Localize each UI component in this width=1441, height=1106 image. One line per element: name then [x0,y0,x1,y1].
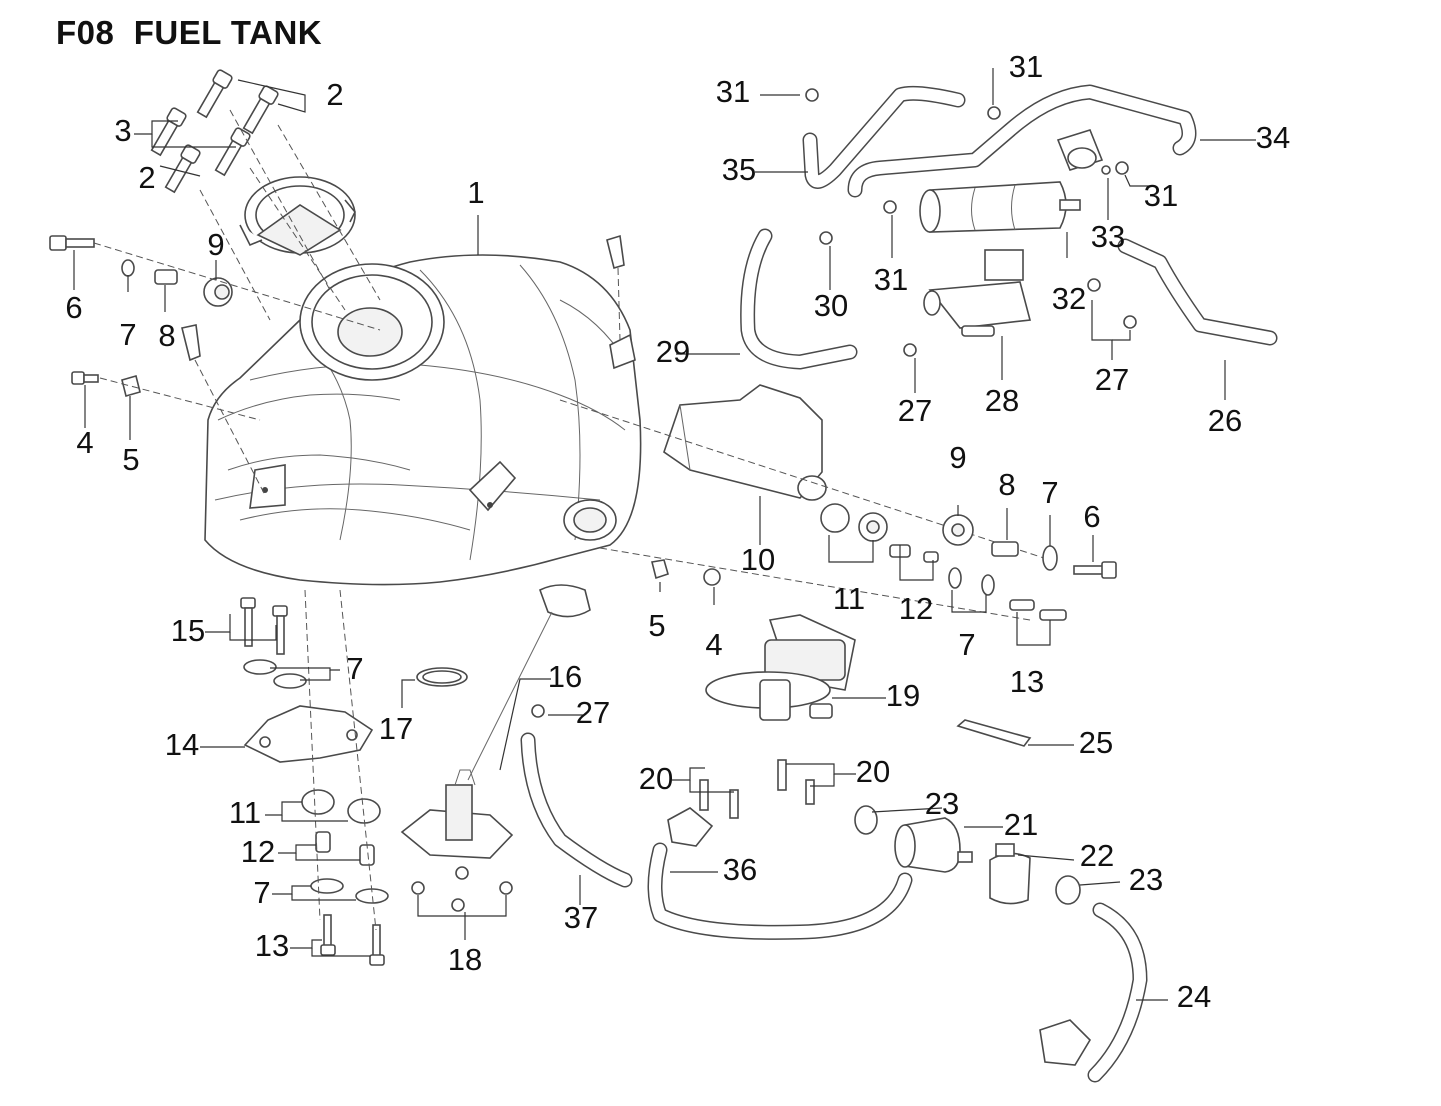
callout-13: 13 [1010,664,1044,699]
fuel-pump [699,614,856,819]
callout-30: 30 [814,288,848,323]
callout-6: 6 [1083,499,1100,534]
callout-21: 21 [1004,807,1038,842]
callout-5: 5 [122,442,139,477]
leader-lines [73,68,1256,1001]
callout-5: 5 [648,608,665,643]
callout-27: 27 [898,393,932,428]
cap-bolts [150,69,381,321]
callout-7: 7 [346,651,363,686]
callout-31: 31 [1144,178,1178,213]
lower-bracket-assembly [240,589,389,966]
callout-19: 19 [886,678,920,713]
callout-31: 31 [1009,49,1043,84]
callout-20: 20 [856,754,890,789]
callout-17: 17 [379,711,413,746]
callout-4: 4 [76,425,93,460]
callout-31: 31 [874,262,908,297]
callout-7: 7 [1041,475,1058,510]
callout-32: 32 [1052,281,1086,316]
callout-35: 35 [722,152,756,187]
hose-clips [531,88,1137,718]
right-mount-hardware [599,503,1117,621]
callout-27: 27 [1095,362,1129,397]
callout-29: 29 [656,334,690,369]
inline-fuel-filter [854,719,1081,905]
diagram-title: F08 FUEL TANK [56,14,323,51]
callout-24: 24 [1177,979,1211,1014]
fuel-level-sender [400,584,591,912]
callout-labels: 1 2 2 3 4 4 5 5 6 6 7 7 7 7 7 8 8 9 9 10… [65,49,1290,1014]
callout-1: 1 [467,175,484,210]
callout-20: 20 [639,761,673,796]
callout-11: 11 [833,581,865,616]
callout-34: 34 [1256,120,1290,155]
callout-8: 8 [158,318,175,353]
callout-7: 7 [958,627,975,662]
callout-10: 10 [741,542,775,577]
left-mount-hardware [49,234,625,496]
callout-2: 2 [138,160,155,195]
callout-23: 23 [925,786,959,821]
callout-2: 2 [326,77,343,112]
callout-27: 27 [576,695,610,730]
callout-25: 25 [1079,725,1113,760]
fuel-hoses [520,84,1278,1083]
callout-28: 28 [985,383,1019,418]
callout-14: 14 [165,727,199,762]
callout-23: 23 [1129,862,1163,897]
callout-6: 6 [65,290,82,325]
vapor-filter-and-valves [919,129,1104,337]
callout-7: 7 [253,875,270,910]
filler-cap-ring [239,176,356,256]
callout-8: 8 [998,467,1015,502]
callout-36: 36 [723,852,757,887]
callout-33: 33 [1091,219,1125,254]
callout-3: 3 [114,113,131,148]
callout-16: 16 [548,659,582,694]
callout-22: 22 [1080,838,1114,873]
fuel-tank [204,254,642,586]
callout-18: 18 [448,942,482,977]
callout-11: 11 [229,795,261,830]
callout-9: 9 [207,227,224,262]
callout-31: 31 [716,74,750,109]
callout-13: 13 [255,928,289,963]
callout-12: 12 [899,591,933,626]
callout-4: 4 [705,627,722,662]
callout-26: 26 [1208,403,1242,438]
callout-37: 37 [564,900,598,935]
callout-7: 7 [119,317,136,352]
callout-12: 12 [241,834,275,869]
callout-9: 9 [949,440,966,475]
callout-15: 15 [171,613,205,648]
